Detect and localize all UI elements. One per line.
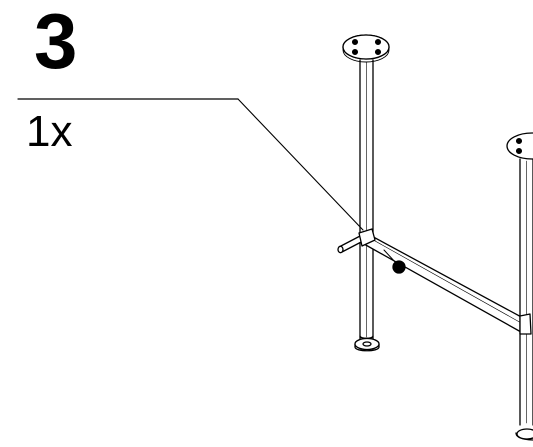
diagonal-crossbar: [358, 228, 526, 333]
step-number: 3: [34, 0, 77, 85]
right-leg: [506, 132, 533, 441]
part-quantity: 1x: [26, 107, 73, 156]
callout-leader-icon: [237, 98, 364, 231]
left-leg: [342, 34, 390, 352]
